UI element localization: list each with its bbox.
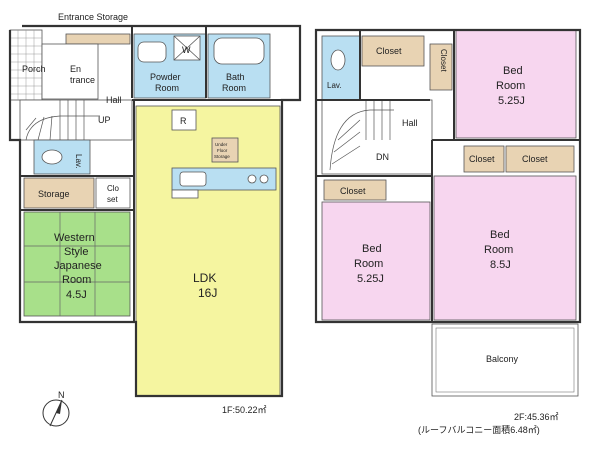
closet-area [95, 177, 131, 209]
toilet-icon [41, 149, 63, 165]
under-floor-storage-label-3: Storage [214, 154, 230, 159]
ldk-label-1: LDK [193, 271, 216, 285]
balcony-label: Balcony [486, 354, 519, 364]
closet-label-1: Clo [107, 184, 120, 193]
balcony-area [431, 323, 579, 397]
bed-top-label-3: 5.25J [498, 95, 525, 107]
closet-mid-a-area [463, 145, 505, 173]
japanese-room-label-2: Style [64, 246, 88, 258]
closet-top-label: Closet [376, 46, 402, 56]
storage-area [23, 177, 95, 209]
porch [9, 29, 43, 101]
refrigerator-label: R [180, 116, 187, 126]
bathtub-icon [213, 37, 265, 65]
floor1-area-label: 1F:50.22㎡ [222, 405, 267, 415]
lav-label: Lav. [74, 154, 83, 169]
stairs2-icon [329, 100, 394, 171]
bed-top-label-2: Room [496, 80, 525, 92]
bath-room-label-2: Room [222, 83, 246, 93]
ldk-label-2: 16J [198, 286, 217, 300]
bed-left-label-2: Room [354, 258, 383, 270]
bed-top-label-1: Bed [503, 65, 523, 77]
compass-label: N [58, 390, 65, 400]
closet-mid-b-label: Closet [522, 154, 548, 164]
closet-vertical-area [429, 43, 453, 91]
closet-mid-b-area [505, 145, 575, 173]
up-label: UP [98, 115, 111, 125]
closet-left-area [323, 179, 387, 201]
closet-label-2: set [107, 195, 118, 204]
lav2-label: Lav. [327, 81, 342, 90]
kitchen-sink-icon [179, 171, 207, 187]
powder-room-label-2: Room [155, 83, 179, 93]
sink-icon [137, 41, 167, 63]
closet-vertical-label: Closet [439, 49, 448, 72]
bed-left-label-1: Bed [362, 243, 382, 255]
washer-label: W [182, 45, 191, 55]
hall-label: Hall [106, 95, 122, 105]
storage-label: Storage [38, 189, 70, 199]
second-floor [314, 28, 582, 397]
entrance-floor [41, 43, 99, 100]
compass-icon [42, 399, 70, 427]
ldk-area [135, 105, 281, 397]
hall2-label: Hall [402, 118, 418, 128]
first-floor [8, 24, 302, 398]
bedroom-top-area [455, 29, 577, 139]
closet-mid-a-label: Closet [469, 154, 495, 164]
dn-label: DN [376, 152, 389, 162]
bed-right-label-2: Room [484, 244, 513, 256]
under-floor-storage-label-2: Floor [217, 148, 228, 153]
porch-label: Porch [22, 64, 46, 74]
bath-room-label-1: Bath [226, 72, 245, 82]
closet-top-area [361, 35, 425, 67]
toilet2-icon [330, 49, 346, 71]
japanese-room-label-5: 4.5J [66, 289, 87, 301]
kitchen-island-edge [171, 189, 199, 199]
japanese-room-area [23, 211, 131, 317]
under-floor-storage-box [211, 137, 239, 163]
entrance-label-2: trance [70, 75, 95, 85]
entrance-label-1: En [70, 64, 81, 74]
floor2-area-note: (ルーフバルコニー面積6.48㎡) [418, 424, 540, 435]
floor2-area-label: 2F:45.36㎡ [514, 412, 559, 422]
bedroom-right-area [433, 175, 577, 321]
powder-room-label-1: Powder [150, 72, 181, 82]
closet-left-label: Closet [340, 186, 366, 196]
bedroom-left-area [321, 201, 431, 321]
entrance-storage-shelf [65, 33, 131, 45]
entrance-storage-label: Entrance Storage [58, 12, 128, 22]
stairs-icon [25, 100, 100, 141]
hall2-area [321, 99, 433, 175]
bed-left-label-3: 5.25J [357, 273, 384, 285]
under-floor-storage-label-1: Under [215, 142, 228, 147]
japanese-room-label-3: Japanese [54, 260, 102, 272]
japanese-room-label-1: Western [54, 232, 95, 244]
refrigerator-box [171, 109, 197, 131]
bed-right-label-3: 8.5J [490, 259, 511, 271]
japanese-room-label-4: Room [62, 274, 91, 286]
bed-right-label-1: Bed [490, 229, 510, 241]
stove-icon [247, 174, 257, 184]
